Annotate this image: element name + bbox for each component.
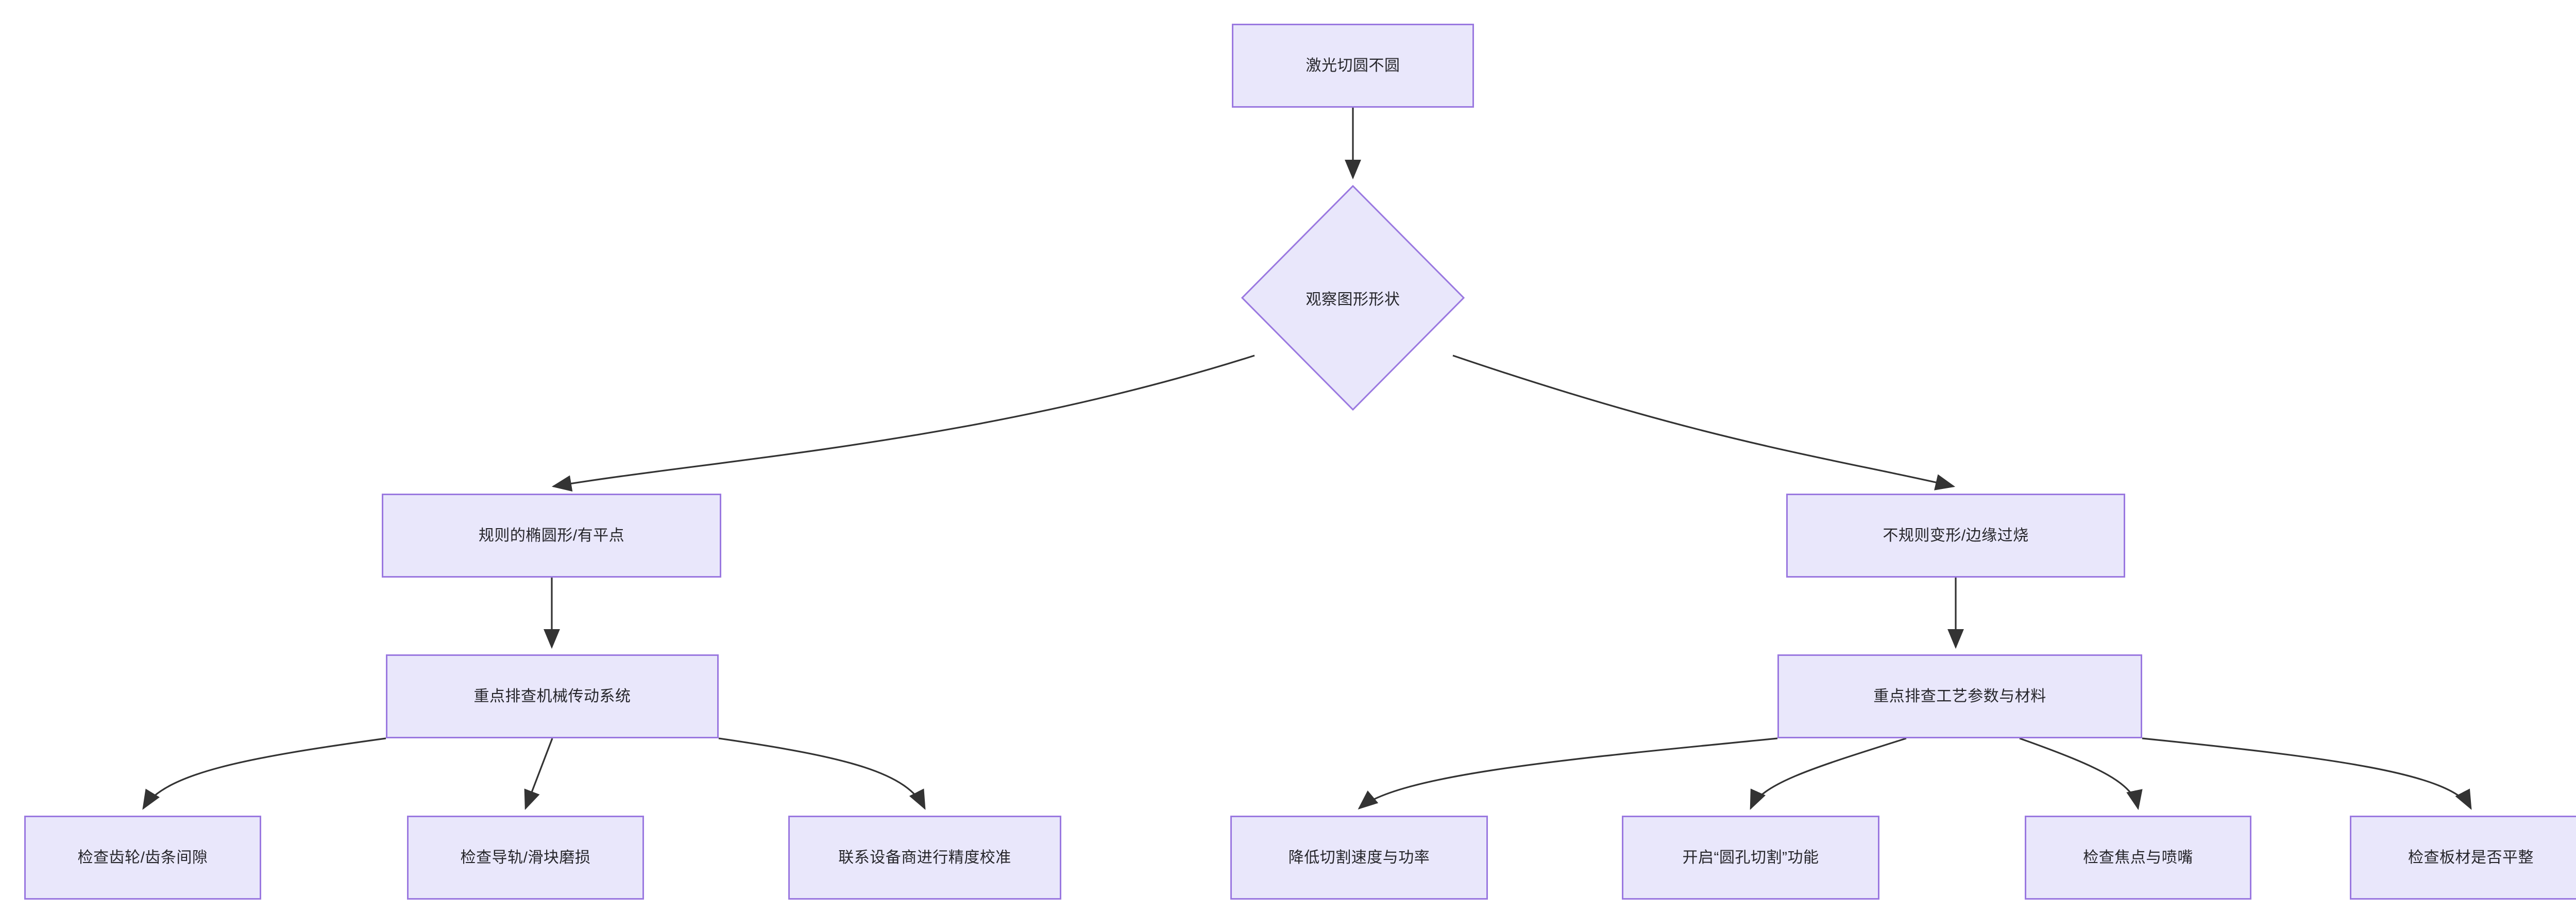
- process-node-n10[interactable]: 降低切割速度与功率: [1230, 816, 1488, 900]
- node-label: 检查导轨/滑块磨损: [460, 849, 591, 866]
- process-node-n11[interactable]: 开启“圆孔切割”功能: [1622, 816, 1879, 900]
- process-node-n8[interactable]: 检查导轨/滑块磨损: [407, 816, 644, 900]
- process-node-n12[interactable]: 检查焦点与喷嘴: [2025, 816, 2251, 900]
- node-label: 重点排查机械传动系统: [473, 687, 631, 705]
- node-label: 重点排查工艺参数与材料: [1873, 687, 2046, 705]
- edge-n2-to-n3: [551, 354, 1255, 492]
- edge-n6-to-n11: [1750, 737, 1907, 810]
- node-label: 检查焦点与喷嘴: [2083, 849, 2193, 866]
- node-label: 降低切割速度与功率: [1288, 849, 1430, 866]
- node-label: 开启“圆孔切割”功能: [1682, 849, 1819, 866]
- edge-n5-to-n9: [718, 737, 926, 810]
- process-node-n13[interactable]: 检查板材是否平整: [2350, 816, 2576, 900]
- process-node-n1[interactable]: 激光切圆不圆: [1232, 24, 1474, 108]
- node-label: 规则的椭圆形/有平点: [478, 527, 625, 544]
- edge-n5-to-n8: [524, 738, 553, 810]
- process-node-n5[interactable]: 重点排查机械传动系统: [386, 654, 719, 738]
- node-label: 检查板材是否平整: [2408, 849, 2534, 866]
- diamond-shape: [1241, 184, 1465, 411]
- edge-n2-to-n4: [1452, 354, 1956, 491]
- process-node-n6[interactable]: 重点排查工艺参数与材料: [1777, 654, 2142, 738]
- edge-n6-to-n12: [2019, 737, 2143, 810]
- edge-n6-to-n13: [2142, 737, 2472, 810]
- process-node-n9[interactable]: 联系设备商进行精度校准: [788, 816, 1061, 900]
- edge-n5-to-n7: [142, 737, 386, 810]
- process-node-n7[interactable]: 检查齿轮/齿条间隙: [24, 816, 261, 900]
- process-node-n3[interactable]: 规则的椭圆形/有平点: [382, 494, 721, 578]
- decision-node-n2[interactable]: 观察图形形状: [1241, 184, 1465, 411]
- node-label: 联系设备商进行精度校准: [838, 849, 1011, 866]
- node-label: 不规则变形/边缘过烧: [1883, 527, 2029, 544]
- node-label: 激光切圆不圆: [1306, 57, 1400, 74]
- edge-n6-to-n10: [1358, 737, 1778, 810]
- process-node-n4[interactable]: 不规则变形/边缘过烧: [1786, 494, 2125, 578]
- node-label: 观察图形形状: [1306, 291, 1400, 308]
- node-label: 检查齿轮/齿条间隙: [77, 849, 208, 866]
